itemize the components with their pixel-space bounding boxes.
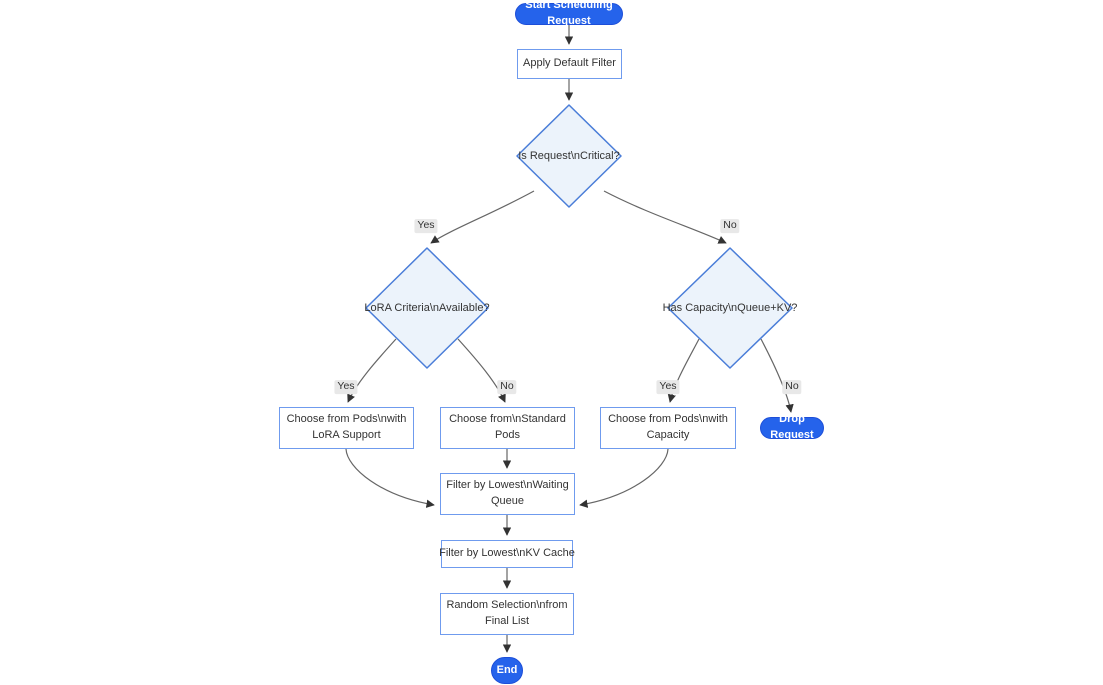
decision-lora-criteria-available: LoRA Criteria\nAvailable? (364, 302, 490, 314)
edge-critical-no (603, 190, 727, 244)
edge-label-lora-no: No (497, 380, 517, 394)
node-filter-waiting-queue: Filter by Lowest\nWaiting Queue (440, 473, 575, 515)
node-choose-standard-pods-label: Choose from\nStandard Pods (449, 413, 566, 441)
node-choose-capacity-pods-label: Choose from Pods\nwith Capacity (608, 413, 728, 441)
edge-label-capacity-no: No (782, 380, 802, 394)
edge-capacity-yes (667, 338, 700, 403)
node-drop-request-label: Drop Request (770, 413, 814, 441)
edge-lora-no (457, 338, 506, 403)
edge-capacity-no (760, 338, 794, 413)
node-choose-standard-pods: Choose from\nStandard Pods (440, 407, 575, 449)
node-drop-request: Drop Request (760, 413, 824, 441)
edge-label-critical-yes: Yes (414, 219, 438, 233)
node-apply-default-filter-label: Apply Default Filter (523, 57, 616, 70)
node-start: Start Scheduling Request (515, 0, 623, 27)
edge-label-critical-no: No (720, 219, 740, 233)
node-random-selection-label: Random Selection\nfrom Final List (446, 599, 568, 627)
node-end-label: End (496, 663, 518, 676)
decision-is-request-critical: Is Request\nCritical? (518, 150, 620, 162)
decision-shape-lora (365, 247, 489, 369)
edge-chooselora-filter (345, 448, 435, 508)
node-filter-kv-cache-label: Filter by Lowest\nKV Cache (439, 547, 575, 560)
node-apply-default-filter: Apply Default Filter (517, 49, 622, 79)
node-random-selection: Random Selection\nfrom Final List (440, 593, 574, 635)
node-choose-lora-pods: Choose from Pods\nwith LoRA Support (279, 407, 414, 449)
edge-critical-yes (430, 190, 535, 244)
edge-choosecap-filter (579, 448, 669, 508)
node-end: End (491, 657, 523, 684)
node-filter-waiting-queue-label: Filter by Lowest\nWaiting Queue (446, 479, 569, 507)
decision-shape-capacity (667, 247, 793, 369)
node-filter-kv-cache: Filter by Lowest\nKV Cache (439, 540, 575, 568)
decision-has-capacity-queue-kv: Has Capacity\nQueue+KV? (662, 302, 798, 314)
edge-label-lora-yes: Yes (334, 380, 358, 394)
decision-shape-is-critical (516, 104, 622, 208)
node-choose-capacity-pods: Choose from Pods\nwith Capacity (600, 407, 736, 449)
edge-lora-yes (347, 338, 397, 403)
node-choose-lora-pods-label: Choose from Pods\nwith LoRA Support (286, 413, 407, 441)
node-start-label: Start Scheduling Request (525, 0, 613, 27)
edge-label-capacity-yes: Yes (656, 380, 680, 394)
